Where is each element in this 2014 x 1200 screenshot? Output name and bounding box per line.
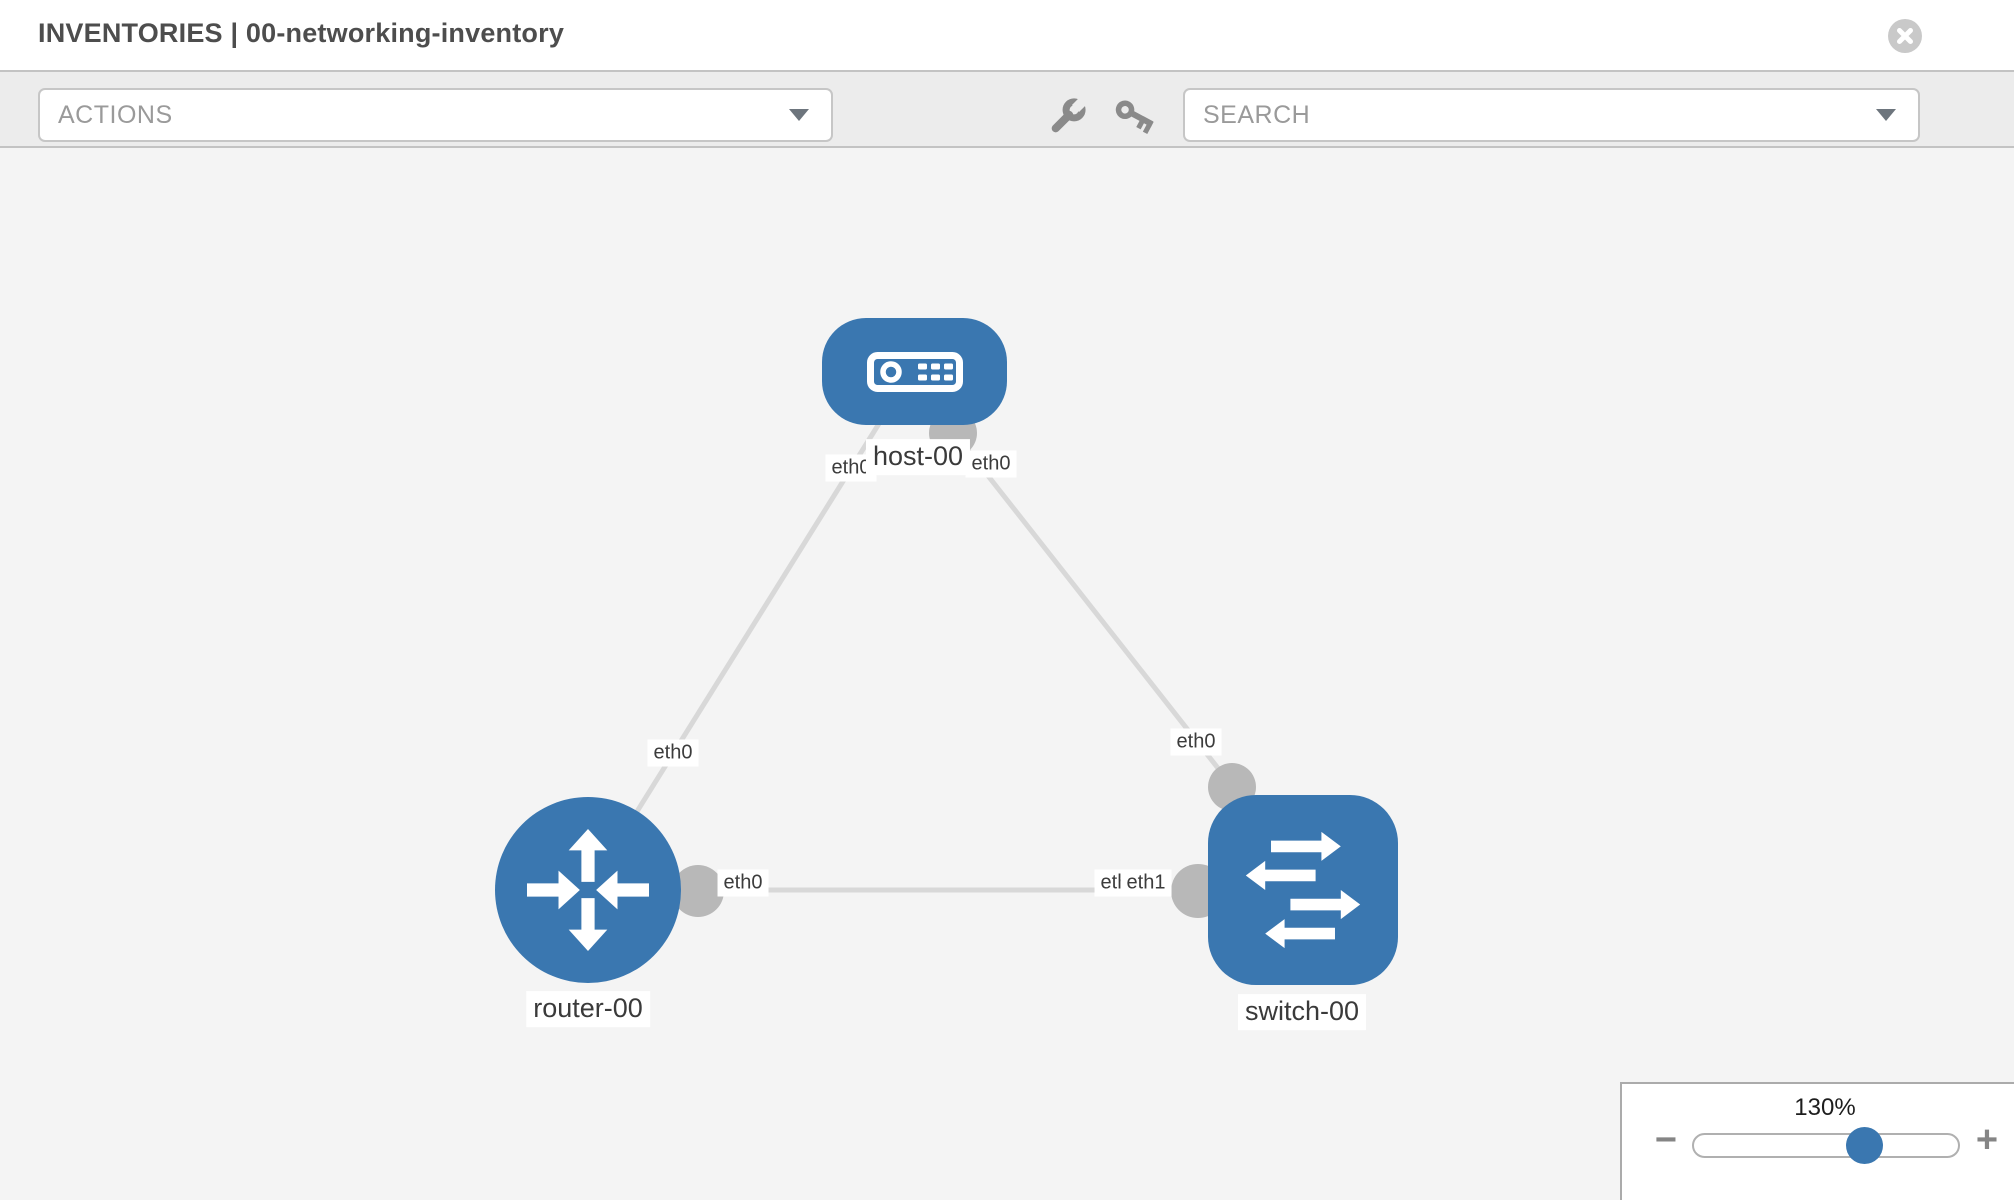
toolbar: ACTIONS SEARC [0, 70, 2014, 148]
zoom-out-button[interactable]: − [1654, 1119, 1678, 1161]
zoom-slider-knob[interactable] [1846, 1127, 1883, 1164]
zoom-slider-track[interactable] [1692, 1133, 1960, 1158]
topology-canvas[interactable]: eth0 eth0 eth0 eth0 eth0 eth0 eth1 host-… [0, 148, 2014, 1200]
header: INVENTORIES | 00-networking-inventory [0, 0, 2014, 70]
search-placeholder: SEARCH [1203, 100, 1311, 129]
node-label-host: host-00 [865, 439, 971, 475]
chevron-down-icon [1876, 109, 1896, 121]
key-icon [1115, 100, 1154, 135]
zoom-level-value: 130% [1794, 1094, 1856, 1121]
close-button[interactable] [1888, 19, 1922, 53]
node-label-switch: switch-00 [1237, 994, 1367, 1030]
node-router-00[interactable] [495, 797, 681, 983]
search-dropdown[interactable]: SEARCH [1183, 88, 1920, 142]
close-icon [1897, 28, 1913, 44]
wrench-icon [1051, 97, 1087, 133]
interface-label: eth0 [965, 450, 1017, 478]
tools-button[interactable] [1045, 95, 1089, 139]
interface-label: eth0 [647, 739, 699, 767]
zoom-panel: 130% − + [1620, 1082, 2014, 1200]
host-icon [866, 351, 963, 392]
zoom-in-button[interactable]: + [1975, 1119, 1999, 1161]
node-host-00[interactable] [822, 318, 1007, 425]
node-label-router: router-00 [526, 991, 650, 1027]
actions-dropdown-label: ACTIONS [58, 100, 173, 129]
chevron-down-icon [789, 109, 809, 121]
router-icon [527, 829, 649, 951]
actions-dropdown[interactable]: ACTIONS [38, 88, 833, 142]
switch-icon [1245, 831, 1361, 949]
interface-label: eth0 [717, 869, 769, 897]
credentials-button[interactable] [1113, 95, 1157, 139]
interface-label: eth1 [1120, 869, 1172, 897]
interface-label: eth0 [1170, 728, 1222, 756]
page-title: INVENTORIES | 00-networking-inventory [38, 18, 565, 48]
link-line-host-switch [950, 428, 1234, 788]
node-switch-00[interactable] [1208, 795, 1398, 985]
